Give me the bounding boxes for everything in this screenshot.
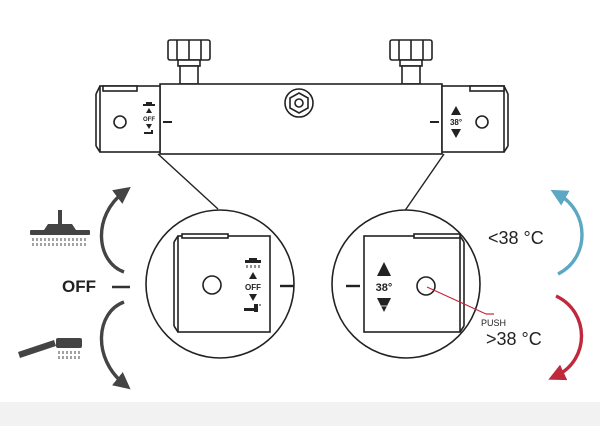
push-label: PUSH (481, 318, 506, 328)
handle-off-label: OFF (245, 283, 261, 292)
hand-shower-icon (18, 338, 82, 359)
right-callout-line (403, 153, 445, 213)
hex-nut-icon (284, 88, 314, 118)
rotate-arrow-icon (99, 186, 131, 274)
off-label: OFF (62, 277, 96, 296)
temp-high-label: >38 °C (486, 329, 542, 349)
footer-band (0, 402, 600, 426)
push-pointer-line (426, 286, 487, 315)
hand-shower-icon (144, 130, 153, 134)
hand-shower-icon (244, 304, 261, 312)
shower-head-icon (143, 102, 155, 106)
mixer-body (95, 39, 509, 155)
body-temp-label: 38° (450, 118, 462, 127)
body-left-markings: OFF (143, 102, 155, 134)
temp-low-label: <38 °C (488, 228, 544, 248)
body-right-markings: 38° (450, 106, 462, 138)
shower-head-icon (245, 258, 261, 268)
right-inlet-nut (389, 39, 433, 85)
right-magnified-view: 38° PUSH (331, 209, 506, 359)
body-off-label: OFF (143, 117, 155, 123)
left-callout-line (157, 153, 219, 210)
temp-increase-arrow (548, 294, 584, 381)
shower-head-icon (30, 210, 90, 246)
left-inlet-nut (167, 39, 211, 85)
left-magnified-view: OFF (145, 209, 295, 359)
rotate-arrow-icon (99, 300, 131, 390)
handle-temp-label: 38° (376, 282, 393, 294)
temp-decrease-arrow (550, 189, 584, 276)
